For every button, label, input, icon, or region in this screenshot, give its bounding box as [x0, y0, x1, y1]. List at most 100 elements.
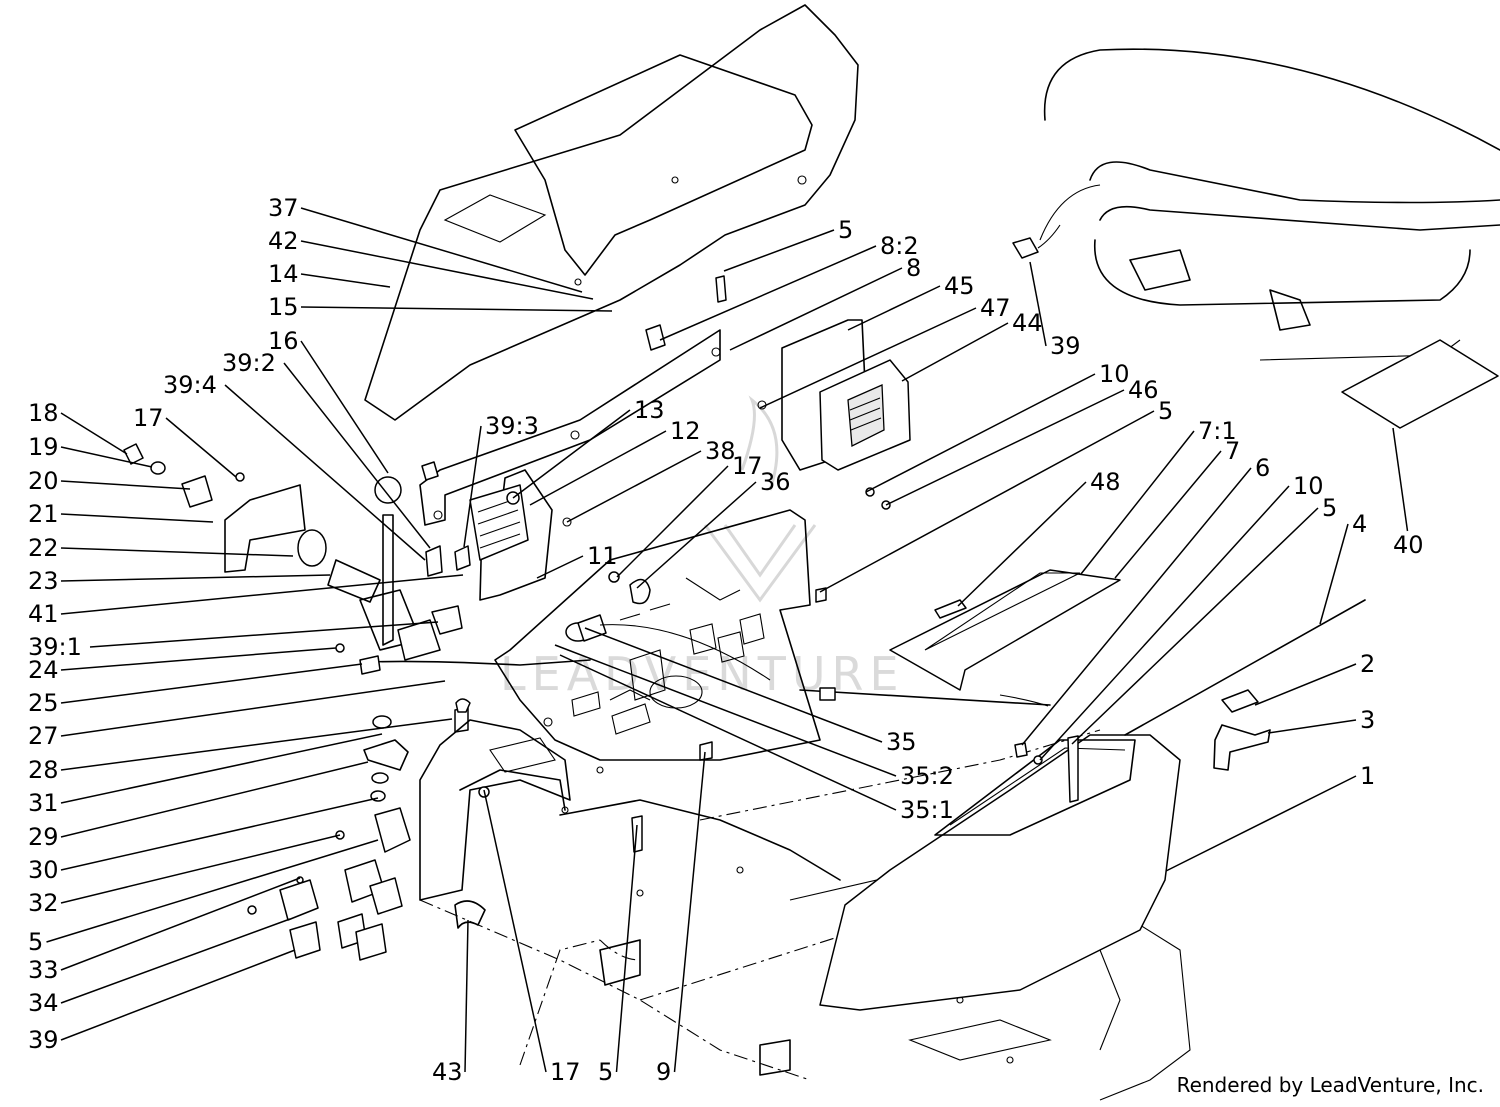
wire-clip: [629, 578, 651, 605]
interlock-switch: [397, 619, 441, 661]
callout-label: 39:2: [222, 349, 276, 377]
callout-leader: [300, 240, 594, 300]
callout-leader: [759, 307, 977, 409]
callout-label: 35: [886, 728, 917, 756]
callout-leader: [559, 654, 897, 811]
callout-label: 9: [656, 1058, 671, 1086]
callout-leader: [60, 647, 337, 671]
relay-block: [469, 469, 572, 601]
callout-label: 48: [1090, 468, 1121, 496]
callout-label: 13: [634, 396, 665, 424]
ignition-switch: [565, 614, 771, 681]
callout-label: 5: [1322, 494, 1337, 522]
callout-label: 5: [28, 928, 43, 956]
controller-module: [757, 319, 911, 510]
callout-leader: [885, 389, 1125, 506]
callout-label: 1: [1360, 762, 1375, 790]
callout-leader: [659, 245, 877, 341]
console-tray: [889, 569, 1121, 691]
callout-leader: [1392, 427, 1409, 532]
callout-label: 41: [28, 600, 59, 628]
callout-leader: [60, 446, 153, 468]
callout-leader: [60, 547, 294, 557]
callout-label: 46: [1128, 376, 1159, 404]
callout-label: 16: [268, 327, 299, 355]
callout-label: 42: [268, 227, 299, 255]
callout-leader: [300, 273, 391, 288]
switch-bracket-left: [123, 443, 381, 603]
callout-leader: [554, 644, 897, 777]
callout-leader: [60, 663, 363, 704]
callout-label: 17: [133, 404, 164, 432]
callout-label: 39:3: [485, 412, 539, 440]
callout-leader: [60, 834, 341, 904]
callout-leader: [536, 555, 584, 579]
callout-label: 6: [1255, 454, 1270, 482]
callout-label: 24: [28, 656, 59, 684]
callout-leader: [60, 797, 379, 871]
callout-label: 3: [1360, 706, 1375, 734]
callout-label: 19: [28, 433, 59, 461]
callout-leader: [584, 627, 883, 743]
callout-label: 25: [28, 689, 59, 717]
callout-leader: [464, 919, 469, 1073]
callout-leader: [60, 574, 464, 615]
callout-leader: [60, 480, 191, 490]
callout-leader: [1039, 485, 1290, 761]
callout-label: 12: [670, 417, 701, 445]
control-cables: [369, 577, 1051, 707]
callout-leader: [60, 680, 446, 737]
callout-leader: [224, 384, 426, 561]
callout-label: 33: [28, 956, 59, 984]
relay-group: [247, 859, 403, 961]
callout-leader: [300, 207, 583, 293]
callout-label: 14: [268, 260, 299, 288]
control-panel: [494, 509, 821, 761]
callout-leader: [729, 267, 903, 351]
callout-leader: [300, 340, 389, 474]
callout-leader: [1165, 775, 1357, 872]
callout-label: 39: [1050, 332, 1081, 360]
callout-leader: [463, 425, 482, 548]
mounting-bracket: [419, 324, 721, 526]
callout-leader: [1021, 467, 1252, 746]
callout-label: 10: [1293, 472, 1324, 500]
callout-label: 5: [838, 216, 853, 244]
decal: [1341, 339, 1499, 429]
callout-label: 8: [906, 254, 921, 282]
callout-label: 30: [28, 856, 59, 884]
callout-leader: [636, 481, 757, 589]
callout-leader: [1080, 430, 1195, 575]
callout-label: 11: [587, 542, 618, 570]
callout-leader: [60, 877, 301, 971]
callout-label: 28: [28, 756, 59, 784]
callout-leader: [1071, 507, 1319, 745]
callout-label: 5: [598, 1058, 613, 1086]
hardware-stack: [335, 643, 469, 853]
callout-leader: [1319, 523, 1349, 625]
relay-connectors: [425, 545, 471, 577]
callout-leader: [512, 409, 631, 499]
cable-clamp: [454, 900, 486, 929]
callout-leader: [60, 949, 296, 1041]
callout-label: 17: [732, 452, 763, 480]
callout-leader: [865, 373, 1096, 493]
callout-label: 35:1: [900, 796, 954, 824]
callout-leader: [300, 306, 613, 312]
callout-leader: [46, 839, 379, 943]
callout-label: 36: [760, 468, 791, 496]
callout-label: 47: [980, 294, 1011, 322]
callout-leader: [60, 412, 128, 455]
seat-switch: [1012, 224, 1061, 259]
callout-label: 44: [1012, 309, 1043, 337]
callout-leader: [957, 481, 1087, 607]
callout-leader: [529, 430, 667, 506]
callout-leader: [901, 322, 1009, 382]
callout-leader: [1254, 663, 1357, 706]
callout-label: 27: [28, 722, 59, 750]
callout-leader: [89, 621, 439, 648]
callout-label: 4: [1352, 510, 1367, 538]
